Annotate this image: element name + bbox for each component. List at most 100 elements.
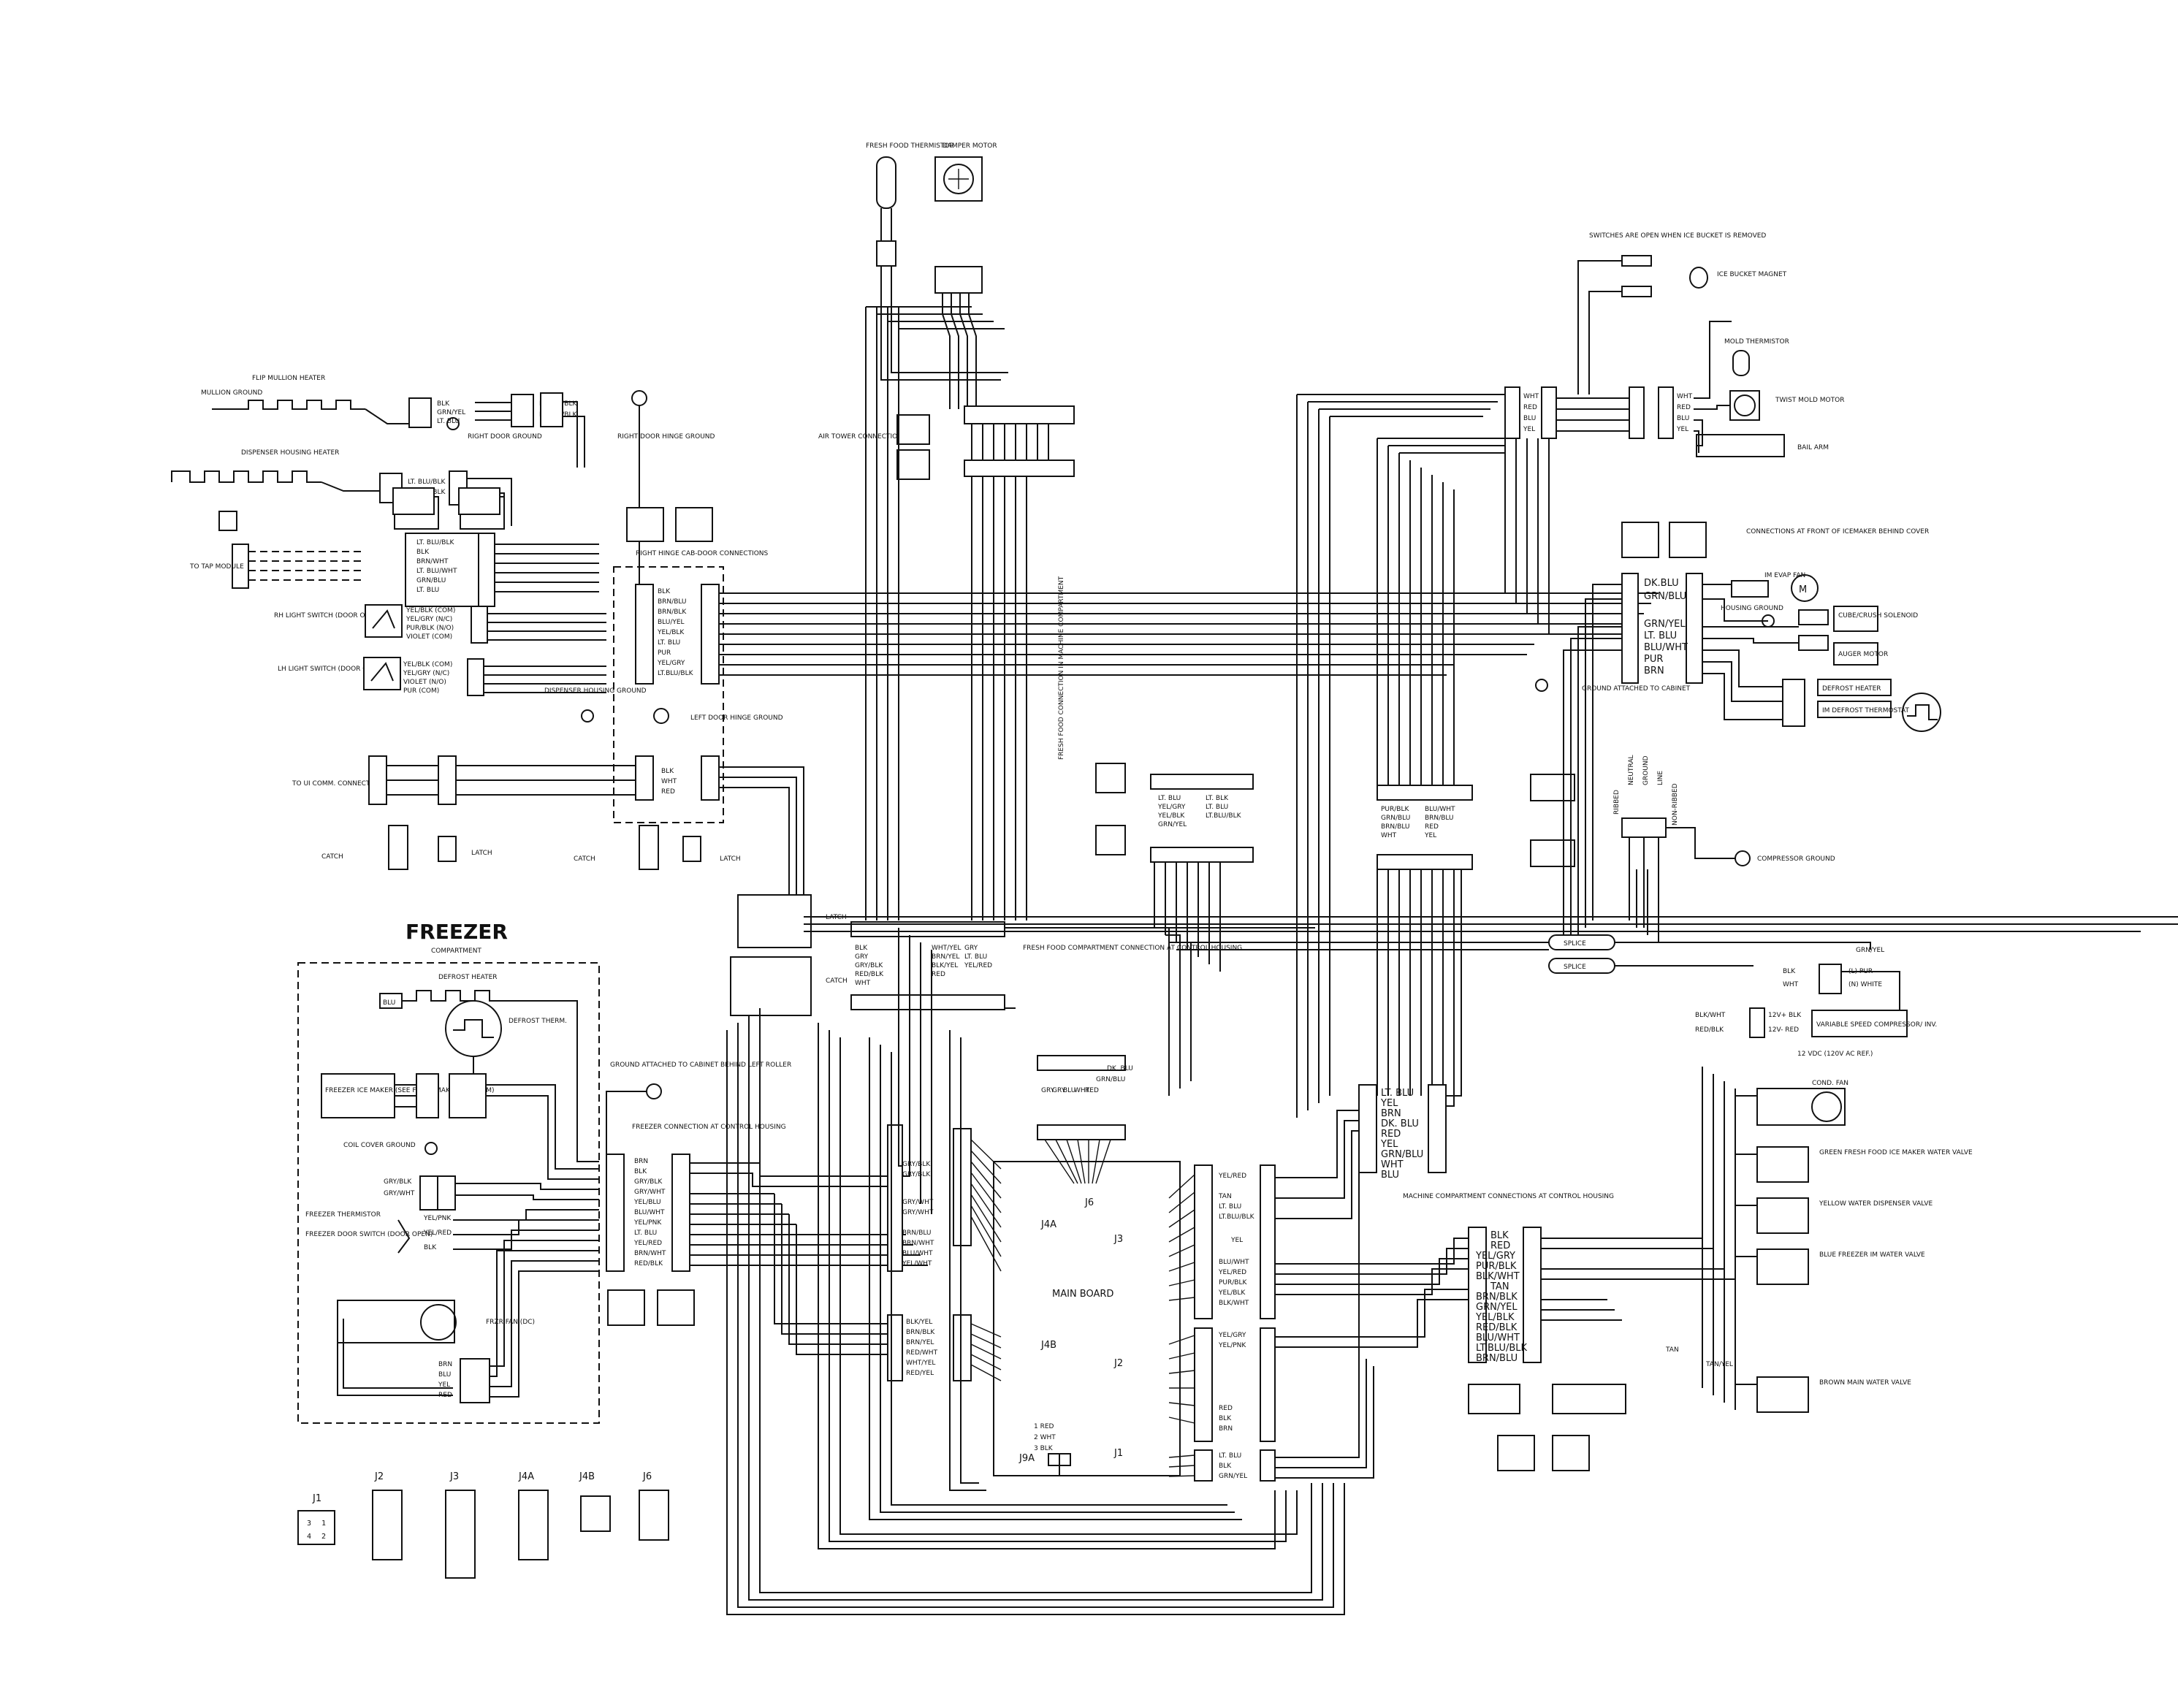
mc-right-wire-labels: LT. BLU YEL BRN DK. BLU RED YEL GRN/BLU … (1380, 1088, 1423, 1181)
svg-text:GRN/BLU: GRN/BLU (1381, 1149, 1423, 1160)
svg-text:BRN/WHT: BRN/WHT (902, 1240, 934, 1247)
j3-connector (1194, 1164, 1213, 1319)
footer-j4b: J4B (579, 1471, 595, 1482)
svg-text:BRN/BLU: BRN/BLU (658, 598, 687, 606)
icemaker-conn-label: CONNECTIONS AT FRONT OF ICEMAKER BEHIND … (1746, 528, 1929, 535)
mullion-wire-1: BLK (437, 400, 450, 408)
yellow-valve-label: YELLOW WATER DISPENSER VALVE (1819, 1200, 1933, 1208)
svg-text:YEL/BLK: YEL/BLK (1157, 812, 1185, 820)
j4b-header: J4B (1040, 1340, 1056, 1351)
svg-text:RED/BLK: RED/BLK (1476, 1322, 1518, 1333)
im-defrost-thermostat-label: IM DEFROST THERMOSTAT (1822, 707, 1910, 714)
svg-text:BLK: BLK (634, 1168, 647, 1175)
svg-text:GRN/YEL: GRN/YEL (1644, 619, 1686, 630)
svg-text:BLU: BLU (1063, 1087, 1075, 1094)
rh-switch-icon (365, 604, 403, 638)
svg-text:YEL: YEL (1424, 832, 1436, 839)
svg-text:GRY/WHT: GRY/WHT (634, 1189, 666, 1196)
board-harness (774, 869, 1469, 1479)
water-valves: COND. FAN GREEN FRESH FOOD ICE MAKER WAT… (1665, 1067, 1973, 1413)
svg-text:VIOLET (COM): VIOLET (COM) (406, 633, 452, 641)
svg-text:YEL/BLU: YEL/BLU (633, 1199, 661, 1206)
j9a-pin-2: 2 WHT (1034, 1434, 1056, 1441)
vs-note: 12 VDC (120V AC REF.) (1797, 1051, 1873, 1058)
svg-text:BLK: BLK (855, 945, 868, 952)
dispenser-housing-ground: DISPENSER HOUSING GROUND LEFT DOOR HINGE… (544, 687, 783, 724)
machine-control-wire-labels: BLK RED YEL/GRY PUR/BLK BLK/WHT TAN BRN/… (1475, 1230, 1528, 1364)
compressor-ground-label: COMPRESSOR GROUND (1757, 855, 1835, 863)
svg-text:BRN: BRN (1644, 666, 1664, 676)
svg-text:YEL/GRY: YEL/GRY (657, 660, 685, 667)
svg-text:TAN/YEL: TAN/YEL (1705, 1361, 1733, 1368)
svg-text:PUR/BLK: PUR/BLK (1476, 1261, 1517, 1272)
right-door-ground-label: RIGHT DOOR GROUND (468, 433, 542, 441)
latch-icon-2 (682, 836, 701, 862)
svg-text:RED: RED (1523, 404, 1537, 411)
cond-fan-label: COND. FAN (1812, 1080, 1848, 1087)
svg-text:PUR/BLK: PUR/BLK (1219, 1279, 1247, 1286)
freezer-ice-maker-label: FREEZER ICE MAKER (SEE FZ ICE MAKER DIAG… (325, 1087, 495, 1094)
freezer-plug-a (607, 1289, 645, 1326)
svg-text:GRN/YEL: GRN/YEL (1476, 1302, 1518, 1313)
auger-motor-box (1833, 642, 1878, 666)
svg-text:LT. BLU/WHT: LT. BLU/WHT (416, 568, 457, 575)
svg-text:BLU/WHT: BLU/WHT (1219, 1259, 1249, 1266)
coil-cover-label: COIL COVER GROUND (343, 1142, 416, 1149)
defrost-heater-label: DEFROST HEATER (438, 974, 498, 981)
mullion-ground-label: MULLION GROUND (201, 389, 262, 397)
svg-text:WHT: WHT (855, 980, 871, 987)
im-plug-a (1621, 522, 1659, 558)
svg-text:4: 4 (307, 1533, 311, 1541)
j1-connector (1194, 1449, 1213, 1482)
misc-plug-icons (392, 487, 500, 515)
catch-icon-1 (388, 825, 408, 870)
freezer-compartment: FREEZER COMPARTMENT DEFROST HEATER BLU D… (297, 920, 600, 1424)
tap-module-label: TO TAP MODULE (189, 563, 244, 571)
footer-j4a: J4A (518, 1471, 534, 1482)
svg-text:BRN/BLU: BRN/BLU (902, 1229, 932, 1237)
ribbed-label: RIBBED (1613, 790, 1621, 815)
svg-text:RED/BLK: RED/BLK (1695, 1026, 1724, 1034)
freezer-subtitle: COMPARTMENT (431, 948, 481, 955)
j6-connector-top (1037, 1055, 1126, 1071)
frzr-fan-icon (420, 1304, 457, 1341)
svg-text:LT. BLU: LT. BLU (1381, 1088, 1414, 1099)
ff-control-housing: LATCH CATCH BLK GRY GRY/BLK RED/BLK WHT … (730, 894, 1315, 1016)
svg-text:YEL/BLK (COM): YEL/BLK (COM) (403, 661, 452, 668)
svg-text:PUR/BLK: PUR/BLK (1381, 806, 1409, 813)
ui-connector: TO UI COMM. CONNECTOR CATCH LATCH CATCH … (292, 755, 741, 870)
air-tower-label: AIR TOWER CONNECTION (818, 433, 902, 441)
ff-control-wire-labels: BLK GRY GRY/BLK RED/BLK WHT WHT/YEL BRN/… (855, 945, 992, 987)
line-label: LINE (1657, 771, 1664, 785)
svg-text:RED/WHT: RED/WHT (906, 1349, 938, 1357)
latch-label-2: LATCH (720, 855, 741, 863)
ff-catch-label: CATCH (826, 977, 848, 985)
middle-vertical-trunks (1154, 394, 1505, 1118)
svg-text:DK. BLU: DK. BLU (1381, 1118, 1419, 1129)
svg-text:BRN: BRN (1219, 1425, 1233, 1433)
catch-icon-2 (639, 825, 659, 870)
svg-text:YEL: YEL (1523, 426, 1535, 433)
switches-note: SWITCHES ARE OPEN WHEN ICE BUCKET IS REM… (1589, 232, 1766, 240)
cond-fan-icon (1811, 1091, 1842, 1122)
right-vertical-trunks (1504, 438, 1659, 950)
svg-text:YEL/GRY (N/C): YEL/GRY (N/C) (405, 616, 452, 623)
svg-text:1: 1 (321, 1520, 326, 1528)
svg-text:YEL: YEL (1676, 426, 1688, 433)
freezer-plug-b (657, 1289, 695, 1326)
ff-machine-plug-b (1095, 825, 1126, 855)
machine-control-label: MACHINE COMPARTMENT CONNECTIONS AT CONTR… (1403, 1193, 1614, 1200)
frzr-fan-box (337, 1300, 455, 1343)
right-hinge-wire-labels: BLK BRN/BLU BRN/BLK BLU/YEL YEL/BLK LT. … (657, 588, 694, 677)
j1-header: J1 (1113, 1448, 1123, 1459)
svg-text:BLU/WHT: BLU/WHT (1425, 806, 1455, 813)
svg-text:TAN: TAN (1218, 1193, 1232, 1200)
svg-text:YEL: YEL (1380, 1098, 1398, 1109)
svg-text:GRY/BLK: GRY/BLK (384, 1178, 412, 1186)
svg-text:WHT: WHT (1783, 981, 1799, 988)
svg-text:PUR: PUR (658, 649, 671, 657)
svg-text:BRN: BRN (634, 1158, 648, 1165)
freezer-door-switch-label: FREEZER DOOR SWITCH (DOOR OPEN) (305, 1231, 433, 1238)
rh-light-switch: RH LIGHT SWITCH (DOOR OPEN) YEL/BLK (COM… (274, 604, 606, 644)
blue-valve-icon (1756, 1248, 1809, 1285)
